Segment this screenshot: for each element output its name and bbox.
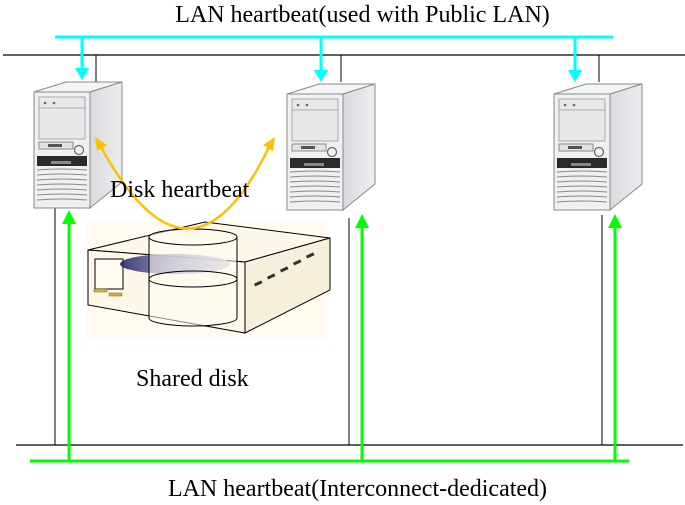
interconnect-heartbeat [30, 210, 629, 463]
public-lan-heartbeat [55, 35, 613, 82]
shared-disk [87, 221, 331, 338]
server-3 [553, 83, 643, 211]
public-lan-heartbeat-label: LAN heartbeat(used with Public LAN) [175, 2, 550, 28]
server-1 [33, 81, 123, 209]
server-2 [286, 83, 376, 211]
interconnect-heartbeat-label: LAN heartbeat(Interconnect-dedicated) [167, 476, 548, 502]
shared-disk-label: Shared disk [136, 366, 249, 392]
disk-heartbeat-arrow [95, 137, 275, 230]
disk-heartbeat-label: Disk heartbeat [110, 177, 250, 203]
